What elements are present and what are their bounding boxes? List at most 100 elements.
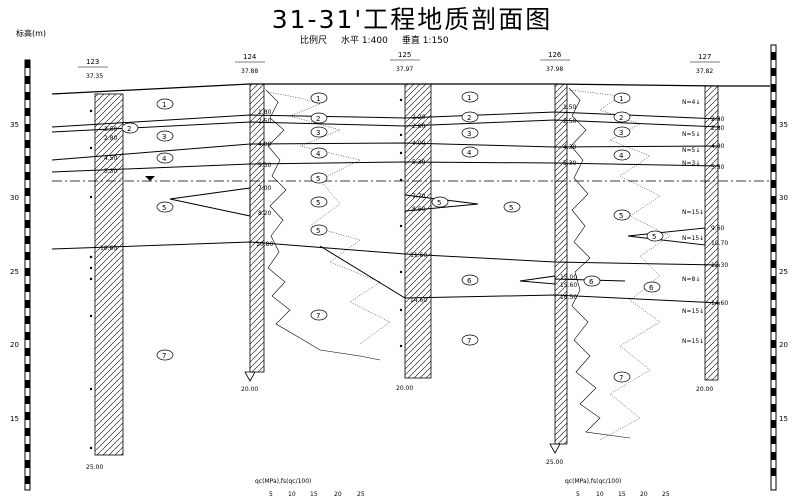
svg-text:5: 5 [162, 204, 166, 212]
borehole-126[interactable]: 126 37.98 1.50 2.50 4.30 5.30 15.00 15.6… [540, 51, 671, 466]
layer-label-1: 1 [156, 98, 174, 110]
layer-label-4: 4 [310, 147, 328, 159]
cpt-axis-label-126: qc(MPa),fs(qc/100) [565, 478, 621, 485]
svg-text:4: 4 [619, 152, 624, 160]
layer-label-1: 1 [310, 92, 328, 104]
borehole-126-depth-1: 1.50 [563, 104, 577, 111]
borehole-123[interactable]: 123 37.35 2.50 2.80 4.50 5.30 10.60 25.0… [78, 58, 124, 471]
svg-text:6: 6 [467, 277, 472, 285]
svg-text:5: 5 [316, 227, 320, 235]
borehole-125-depth-7: 11.60 [410, 252, 427, 259]
borehole-124-cpt-fs-curve [267, 91, 391, 345]
layer-label-7: 7 [461, 334, 479, 346]
elev-tick-15: 15 [10, 415, 19, 423]
svg-text:5: 5 [509, 204, 513, 212]
svg-text:5: 5 [619, 212, 623, 220]
borehole-126-end-marker [549, 443, 561, 454]
layer-label-5: 5 [431, 196, 449, 208]
svg-text:1: 1 [467, 94, 471, 102]
borehole-127-depth-6: 10.70 [711, 240, 728, 247]
cpt-axis-126: qc(MPa),fs(qc/100) 5 10 15 20 25 [565, 478, 670, 498]
borehole-127-bottom: 20.00 [696, 386, 713, 393]
layer-label-3: 3 [461, 127, 479, 139]
borehole-123-id: 123 [86, 58, 99, 66]
svg-text:2: 2 [127, 125, 131, 133]
svg-text:4: 4 [162, 155, 167, 163]
cpt-tick-25: 25 [662, 491, 670, 498]
layer-label-6: 6 [461, 274, 479, 286]
cpt-tick-25: 25 [357, 491, 365, 498]
svg-text:1: 1 [619, 95, 623, 103]
cpt-tick-15: 15 [310, 491, 318, 498]
spt-label-3: N=5↓ [682, 147, 700, 154]
layer-label-7: 7 [156, 349, 174, 361]
borehole-127-elev: 37.82 [696, 68, 713, 75]
layer-label-2: 2 [613, 111, 631, 123]
layer-label-7: 7 [310, 309, 328, 321]
borehole-124-depth-4: 5.30 [258, 162, 272, 169]
borehole-125-depth-8: 14.60 [410, 297, 427, 304]
water-level-icon [145, 176, 155, 181]
svg-text:7: 7 [619, 374, 623, 382]
borehole-125-depth-1: 2.20 [412, 114, 426, 121]
borehole-123-bottom: 25.00 [86, 464, 103, 471]
borehole-123-depth-2: 2.80 [104, 135, 118, 142]
layer-label-5: 5 [310, 224, 328, 236]
layer-label-2: 2 [461, 111, 479, 123]
elev-tick-35-right: 35 [779, 121, 788, 129]
borehole-126-depth-4: 5.30 [563, 160, 577, 167]
svg-text:7: 7 [316, 312, 320, 320]
borehole-126-elev: 37.98 [546, 66, 563, 73]
left-elevation-scale: 标高(m) [10, 28, 46, 491]
borehole-125-depth-2: 2.80 [412, 123, 426, 130]
elev-tick-20-right: 20 [779, 341, 788, 349]
layer-labels: 1 1 1 1 2 2 2 2 3 3 3 3 4 4 4 4 5 5 5 5 … [121, 91, 664, 383]
svg-text:3: 3 [316, 129, 320, 137]
borehole-127[interactable]: 127 37.82 2.30 2.80 4.00 5.50 9.60 10.70… [690, 53, 728, 393]
elev-tick-25: 25 [10, 268, 19, 276]
svg-text:2: 2 [467, 114, 471, 122]
svg-text:1: 1 [162, 101, 166, 109]
svg-text:7: 7 [467, 337, 471, 345]
svg-text:5: 5 [316, 175, 320, 183]
borehole-124-depth-6: 8.20 [258, 210, 272, 217]
borehole-124[interactable]: 124 37.88 1.80 2.50 4.00 5.30 7.00 8.20 … [235, 53, 391, 393]
borehole-125-depth-4: 5.30 [412, 159, 426, 166]
ground-surface-line [51, 83, 770, 95]
borehole-124-depth-3: 4.00 [258, 141, 272, 148]
cpt-axis-label-124: qc(MPa),fs(qc/100) [255, 478, 311, 485]
svg-text:7: 7 [162, 352, 166, 360]
borehole-125-depth-6: 8.60 [412, 206, 426, 213]
spt-label-1: N=4↓ [682, 99, 700, 106]
layer-label-5: 5 [156, 201, 174, 213]
borehole-127-depth-8: 14.60 [711, 300, 728, 307]
layer-label-5: 5 [310, 172, 328, 184]
borehole-127-depth-1: 2.30 [711, 116, 725, 123]
cpt-tick-10: 10 [288, 491, 296, 498]
borehole-125-sample-points [399, 98, 403, 348]
borehole-126-cpt-qc-curve [568, 87, 631, 439]
borehole-126-cpt-fs-curve [569, 89, 671, 441]
spt-labels: N=4↓ N=5↓ N=5↓ N=3↓ N=15↓ N=15↓ N=8↓ N=1… [682, 99, 704, 345]
borehole-123-sample-points [89, 109, 93, 450]
spt-label-9: N=15↓ [682, 338, 704, 345]
right-elevation-scale: 35 30 25 20 15 [770, 44, 788, 491]
borehole-127-depth-4: 5.50 [711, 164, 725, 171]
layer-label-4: 4 [461, 146, 479, 158]
layer-label-6: 6 [583, 275, 601, 287]
layer-label-7: 7 [613, 371, 631, 383]
borehole-124-end-marker [244, 371, 256, 382]
borehole-127-depth-3: 4.00 [711, 143, 725, 150]
layer-label-5: 5 [503, 201, 521, 213]
left-scale-segments [25, 60, 30, 484]
borehole-125[interactable]: 125 37.97 2.20 2.80 4.00 5.30 7.70 8.60 … [390, 51, 432, 392]
borehole-125-elev: 37.97 [396, 66, 413, 73]
layer-label-2: 2 [310, 112, 328, 124]
borehole-123-depth-5: 10.60 [100, 245, 117, 252]
borehole-124-elev: 37.88 [241, 68, 258, 75]
boundary-6-7 [319, 245, 721, 304]
elev-tick-25-right: 25 [779, 268, 788, 276]
layer-label-5: 5 [310, 196, 328, 208]
lens-left [169, 187, 251, 217]
